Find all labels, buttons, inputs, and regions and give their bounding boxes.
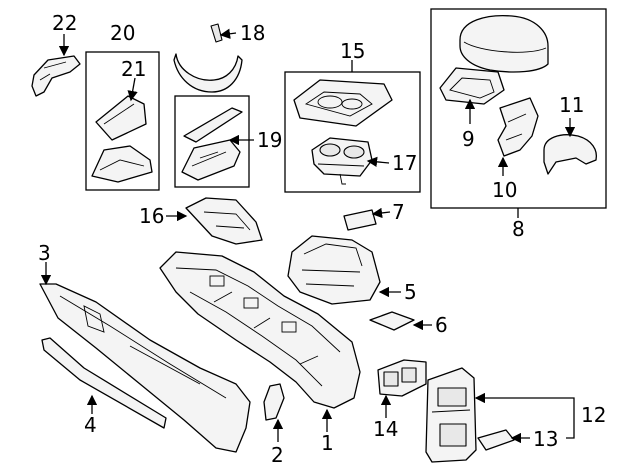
callout-21: 21 [121,57,146,81]
group-box-19 [174,95,250,188]
callout-4: 4 [84,413,97,437]
part-10-hinge [497,97,539,157]
part-3-side-panel [39,283,251,453]
part-14-switch-bezel [377,359,427,397]
part-18-trim-strip [173,23,243,93]
part-20-tray [91,145,153,183]
callout-6: 6 [435,313,448,337]
callout-5: 5 [404,280,417,304]
part-15-cupholder-top [293,79,393,127]
callout-2: 2 [271,443,284,467]
group-box-20 [85,51,160,191]
part-6-pad [369,311,415,331]
part-17-cupholder-insert [311,137,373,185]
part-1-console-body [159,251,361,409]
callout-16: 16 [139,204,164,228]
part-4-trim-strip [41,337,167,429]
part-9-tray [439,67,505,105]
callout-22: 22 [52,11,77,35]
callout-15: 15 [340,39,365,63]
callout-10: 10 [492,178,517,202]
callout-14: 14 [373,417,398,441]
part-5-storage-bin [287,235,381,305]
callout-3: 3 [38,241,51,265]
callout-labels: 22 20 21 18 19 15 17 9 10 11 8 16 7 5 6 … [38,11,606,467]
callout-19: 19 [257,128,282,152]
callout-1: 1 [321,431,334,455]
part-12-rear-panel [425,367,477,463]
part-lid-armrest [459,14,549,73]
part-21-panel [95,95,147,141]
part-11-latch [543,134,598,175]
callout-11: 11 [559,93,584,117]
part-13-insert [477,429,515,451]
part-22-trim [31,55,81,97]
callout-9: 9 [462,127,475,151]
leader-lines [40,28,576,444]
callout-17: 17 [392,151,417,175]
callout-18: 18 [240,21,265,45]
callout-13: 13 [533,427,558,451]
part-2-bracket [263,383,285,421]
callout-12: 12 [581,403,606,427]
part-16-tray [185,197,263,245]
part-7-pad [343,209,377,231]
callout-7: 7 [392,200,405,224]
callout-20: 20 [110,21,135,45]
callout-8: 8 [512,217,525,241]
part-19-bezel [181,107,243,181]
